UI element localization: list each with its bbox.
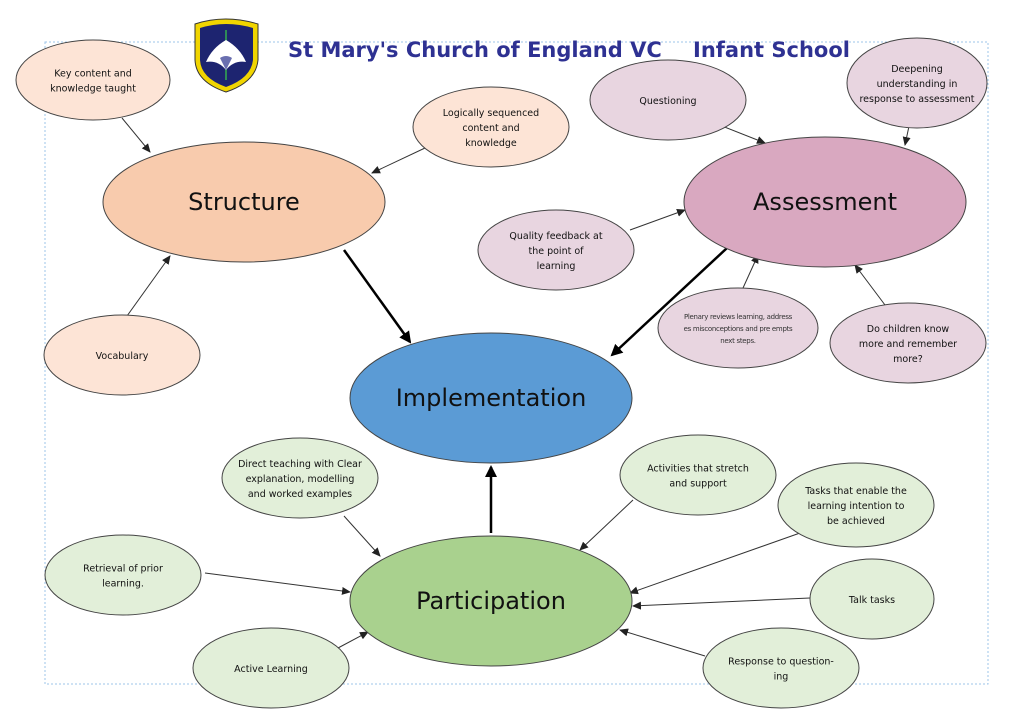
school-crest-logo [194, 18, 259, 93]
node-vocabulary: Vocabulary [43, 314, 201, 396]
structure-label-line: Structure [188, 188, 300, 216]
node-active-learning: Active Learning [192, 627, 350, 709]
node-activities: Activities that stretch and support [619, 434, 777, 516]
quality-feedback-label-line: the point of [528, 246, 584, 257]
deepening-label-line: understanding in [877, 79, 958, 90]
arrow-response-to-participation [619, 628, 706, 657]
arrow-tasks-to-participation [629, 532, 801, 595]
arrow-vocabulary-to-structure [126, 255, 171, 317]
node-participation: Participation [349, 535, 633, 667]
active-learning-label-line: Active Learning [234, 664, 308, 675]
plenary-label-line: es misconceptions and pre empts [684, 325, 793, 333]
node-do-children-know: Do children know more and remember more? [829, 302, 987, 384]
key-content-label-line: knowledge taught [50, 84, 136, 95]
key-content-label-line: Key content and [54, 69, 132, 80]
response-to-questioning-label-line: ing [774, 672, 789, 683]
response-to-questioning-label-line: Response to question- [728, 657, 834, 668]
quality-feedback-label-line: Quality feedback at [509, 231, 602, 242]
direct-teaching-label-line: Direct teaching with Clear [238, 459, 362, 470]
node-questioning: Questioning [589, 59, 747, 141]
questioning-label-line: Questioning [639, 96, 696, 107]
arrow-retrieval-to-participation [204, 572, 351, 595]
arrow-feedback-to-assessment [629, 208, 686, 231]
arrow-plenary-to-assessment [742, 254, 759, 289]
arrow-assessment-to-implementation [610, 247, 728, 357]
node-direct-teaching: Direct teaching with Clear explanation, m… [221, 437, 379, 519]
implementation-label-line: Implementation [396, 384, 587, 412]
node-structure: Structure [102, 141, 386, 263]
tasks-label-line: be achieved [827, 516, 885, 527]
participation-label-line: Participation [416, 587, 566, 615]
plenary-label-line: Plenary reviews learning, address [684, 313, 793, 321]
arrow-key-content-to-structure [121, 117, 151, 153]
node-implementation: Implementation [349, 332, 633, 464]
node-key-content: Key content and knowledge taught [15, 39, 171, 121]
node-assessment: Assessment [683, 136, 967, 268]
arrow-direct-to-participation [343, 515, 381, 557]
logically-sequenced-label-line: knowledge [465, 138, 517, 149]
node-retrieval: Retrieval of prior learning. [44, 534, 202, 616]
node-talk-tasks: Talk tasks [809, 558, 935, 640]
do-children-know-label-line: Do children know [867, 324, 950, 335]
direct-teaching-label-line: and worked examples [248, 489, 352, 500]
node-tasks: Tasks that enable the learning intention … [777, 462, 935, 548]
school-name: St Mary's Church of England VC [288, 38, 662, 62]
tasks-label-line: learning intention to [808, 501, 905, 512]
arrow-activities-to-participation [579, 499, 634, 551]
logically-sequenced-label-line: Logically sequenced [443, 108, 539, 119]
assessment-label-line: Assessment [753, 188, 897, 216]
node-deepening: Deepening understanding in response to ass… [846, 37, 988, 129]
talk-tasks-label-line: Talk tasks [848, 595, 895, 606]
arrow-sequenced-to-structure [371, 147, 426, 174]
retrieval-label-line: learning. [102, 579, 144, 590]
activities-label-line: Activities that stretch [647, 464, 749, 475]
do-children-know-label-line: more? [893, 354, 923, 365]
node-response-to-questioning: Response to question-ing [702, 627, 860, 709]
deepening-label-line: response to assessment [859, 94, 974, 105]
school-name-suffix: Infant School [693, 38, 850, 62]
direct-teaching-label-line: explanation, modelling [246, 474, 355, 485]
do-children-know-label-line: more and remember [859, 339, 957, 350]
arrow-know-more-to-assessment [854, 264, 886, 306]
retrieval-label-line: Retrieval of prior [83, 564, 163, 575]
logically-sequenced-label-line: content and [462, 123, 519, 134]
arrow-structure-to-implementation [342, 249, 412, 344]
vocabulary-label-line: Vocabulary [96, 351, 149, 362]
deepening-label-line: Deepening [891, 64, 943, 75]
arrow-talk-to-participation [632, 597, 811, 610]
node-quality-feedback: Quality feedback at the point of learning [477, 209, 635, 291]
quality-feedback-label-line: learning [537, 261, 576, 272]
plenary-label-line: next steps. [720, 337, 756, 345]
arrow-questioning-to-assessment [721, 125, 766, 144]
tasks-label-line: Tasks that enable the [804, 486, 907, 497]
arrow-active-to-participation [337, 631, 369, 649]
node-logically-sequenced: Logically sequenced content and knowledge [412, 86, 570, 168]
activities-label-line: and support [669, 479, 727, 490]
node-plenary: Plenary reviews learning, address es misc… [657, 287, 819, 369]
